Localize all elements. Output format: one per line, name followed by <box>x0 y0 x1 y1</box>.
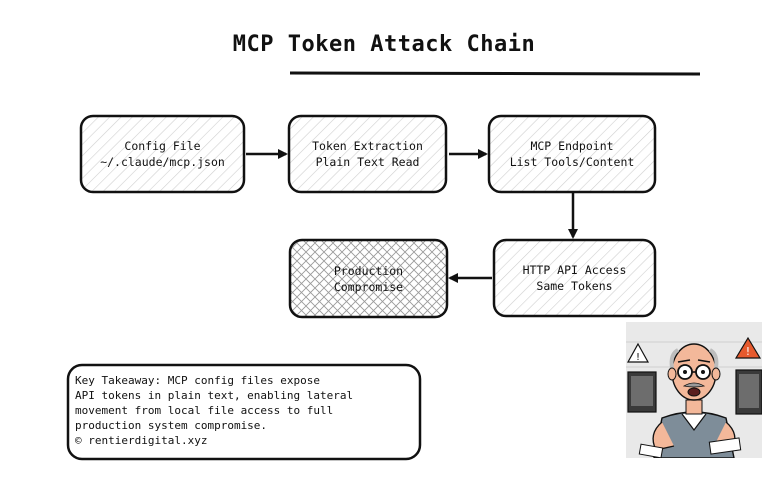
worried-man-illustration-icon: ! ! <box>626 322 762 458</box>
takeaway-copyright: © rentierdigital.xyz <box>75 434 208 447</box>
node-production <box>288 238 449 319</box>
title-underline <box>289 71 701 76</box>
node-extraction <box>287 114 448 194</box>
svg-text:!: ! <box>636 352 640 363</box>
node-config <box>79 114 246 194</box>
takeaway-line-4: production system compromise. <box>75 419 268 432</box>
warning-sign-right-icon: ! <box>734 336 762 359</box>
warning-sign-left-icon: ! <box>626 342 650 363</box>
diagram-title: MCP Token Attack Chain <box>232 32 536 57</box>
takeaway-box <box>66 363 422 461</box>
takeaway-line-1: Key Takeaway: MCP config files expose <box>75 374 321 387</box>
takeaway-line-2: API tokens in plain text, enabling later… <box>75 389 354 402</box>
takeaway-line-3: movement from local file access to full <box>75 404 334 417</box>
node-endpoint <box>487 114 657 194</box>
node-http <box>492 238 657 318</box>
takeaway-text: Key Takeaway: MCP config files expose AP… <box>75 373 415 448</box>
svg-text:!: ! <box>746 345 750 358</box>
